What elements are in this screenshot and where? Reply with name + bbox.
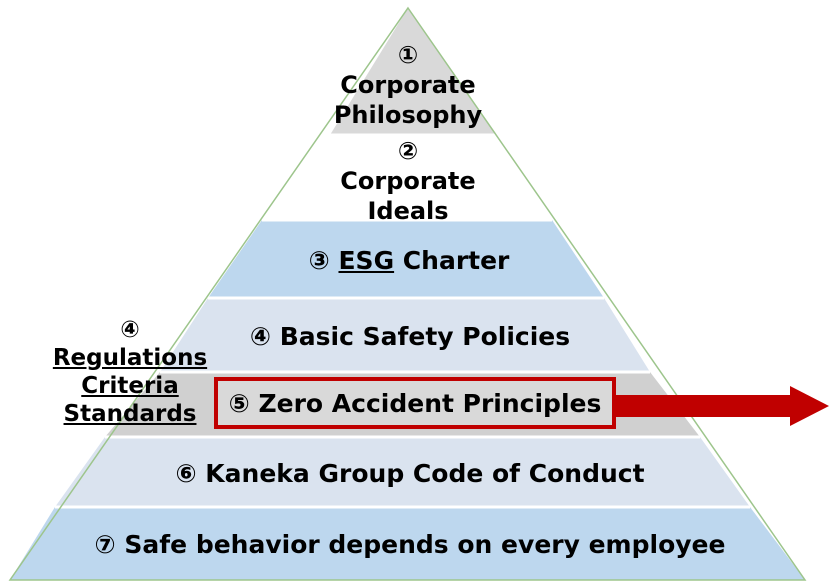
- tier-3-esg-link: ESG: [338, 246, 395, 275]
- tier-6-label: ⑥ Kaneka Group Code of Conduct: [175, 459, 645, 488]
- side-label-standards: Standards: [63, 401, 197, 427]
- tier-3-rest: Charter: [394, 246, 510, 275]
- tier-4-label: ④ Basic Safety Policies: [249, 322, 571, 351]
- tier-separators: [55, 133, 750, 509]
- side-label: ④ Regulations Criteria Standards: [40, 316, 220, 428]
- tier-1-number: ①: [397, 41, 419, 69]
- tier-5-highlight-box: ⑤ Zero Accident Principles: [214, 377, 616, 429]
- tier-2-line2: Ideals: [367, 197, 449, 225]
- tier-1-label: ① Corporate Philosophy: [320, 40, 496, 130]
- side-label-regulations: Regulations: [52, 345, 208, 371]
- right-arrow-icon: [616, 386, 829, 426]
- tier-1-line1: Corporate: [340, 71, 476, 99]
- tier-6-band: [55, 437, 750, 507]
- tier-3-band: [208, 220, 604, 298]
- side-label-number: ④: [120, 317, 140, 343]
- tier-1-band: [330, 8, 497, 135]
- tier-7-label: ⑦ Safe behavior depends on every employe…: [94, 530, 726, 559]
- tier-3-number: ③: [308, 246, 330, 275]
- tier-7-band: [10, 507, 805, 580]
- tier-4-band: [160, 298, 650, 372]
- tier-2-line1: Corporate: [340, 167, 476, 195]
- side-label-criteria: Criteria: [81, 373, 179, 399]
- tier-1-line2: Philosophy: [333, 101, 483, 129]
- tier-2-band: [262, 135, 552, 220]
- tier-3-label: ③ ESG Charter: [200, 244, 618, 278]
- tier-5-label: ⑤ Zero Accident Principles: [228, 388, 602, 418]
- pyramid-outline: [8, 6, 807, 581]
- tier-2-number: ②: [397, 137, 419, 165]
- tier-2-label: ② Corporate Ideals: [300, 136, 516, 226]
